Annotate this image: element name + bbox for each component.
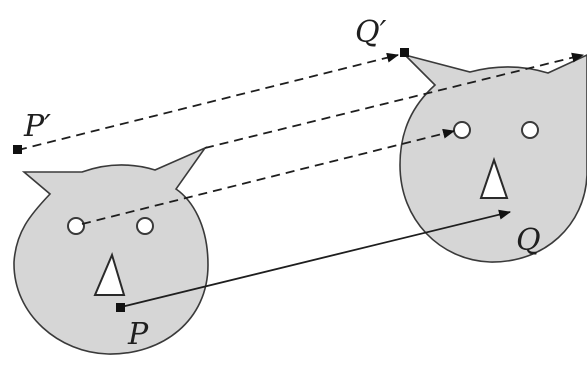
right-cat-left-eye — [454, 122, 470, 138]
label-q-prime: Q′ — [355, 15, 387, 50]
right-cat — [400, 55, 587, 262]
point-p-prime — [13, 145, 22, 154]
left-cat — [14, 148, 208, 354]
point-q-prime — [400, 48, 409, 57]
label-q: Q — [516, 223, 541, 258]
label-p: P — [127, 317, 149, 352]
left-cat-right-eye — [137, 218, 153, 234]
left-cat-left-eye — [68, 218, 84, 234]
right-cat-right-eye — [522, 122, 538, 138]
left-cat-head — [14, 148, 208, 354]
point-p — [116, 303, 125, 312]
label-p-prime: P′ — [23, 109, 51, 144]
dashed-arrow-p-prime-to-q-prime — [18, 55, 398, 150]
